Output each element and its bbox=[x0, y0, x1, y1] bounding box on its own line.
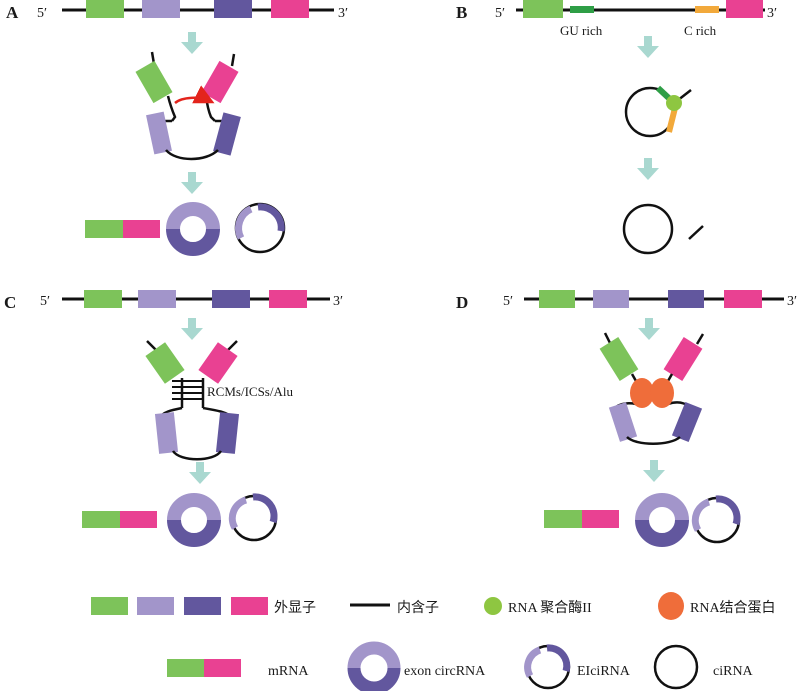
panel-a-five-prime: 5′ bbox=[37, 6, 47, 21]
panel-a: A 5′ 3′ bbox=[6, 0, 348, 256]
panel-d-rbp-pair bbox=[630, 378, 674, 408]
legend-exon-swatch-3 bbox=[184, 597, 221, 615]
panel-c-exon-3 bbox=[212, 290, 250, 308]
panel-b-three-prime: 3′ bbox=[767, 6, 777, 21]
legend-cirna-icon bbox=[653, 644, 699, 690]
panel-d-exon-1 bbox=[539, 290, 575, 308]
legend-mrna-swatch-left bbox=[167, 659, 204, 677]
panel-c-three-prime: 3′ bbox=[333, 294, 343, 309]
panel-c-arrow-2 bbox=[189, 462, 211, 484]
legend-exon-swatch-4 bbox=[231, 597, 268, 615]
panel-a-arrow-1 bbox=[181, 32, 203, 54]
legend-eicirna-label: EIciRNA bbox=[577, 664, 631, 679]
panel-b-pol2-dot bbox=[666, 95, 682, 111]
panel-c-mrna-right bbox=[120, 511, 157, 528]
legend-exon-label: 外显子 bbox=[274, 600, 316, 616]
panel-b-lariat bbox=[624, 85, 692, 138]
legend-mrna-label: mRNA bbox=[268, 664, 309, 679]
panel-d-fold-exon-4 bbox=[663, 337, 703, 381]
panel-c-exon-2 bbox=[138, 290, 176, 308]
panel-a-fold-exon-1 bbox=[135, 60, 173, 104]
panel-a-red-arrow bbox=[174, 85, 215, 105]
panel-d-arrow-1 bbox=[638, 318, 660, 340]
panel-d-fold-exon-1 bbox=[599, 337, 639, 381]
legend-exon-swatch-1 bbox=[91, 597, 128, 615]
panel-d-fold-exon-3 bbox=[671, 401, 703, 443]
panel-b: B 5′ 3′ GU rich C rich bbox=[456, 0, 777, 255]
panel-c-fold-exon-1 bbox=[145, 342, 185, 384]
panel-c-eicirna bbox=[228, 493, 278, 542]
panel-c-arrow-1 bbox=[181, 318, 203, 340]
panel-d-letter: D bbox=[456, 293, 468, 312]
panel-c-repeat-label: RCMs/ICSs/Alu bbox=[207, 384, 293, 399]
panel-d-exon-4 bbox=[724, 290, 762, 308]
panel-d-three-prime: 3′ bbox=[787, 294, 797, 309]
panel-c-exon-1 bbox=[84, 290, 122, 308]
panel-b-c-label: C rich bbox=[684, 23, 717, 38]
panel-a-exon-1 bbox=[86, 0, 124, 18]
panel-a-three-prime: 3′ bbox=[338, 6, 348, 21]
panel-a-exon-2 bbox=[142, 0, 180, 18]
panel-b-tail bbox=[688, 225, 704, 240]
panel-a-fold-exon-2 bbox=[146, 111, 172, 155]
panel-d-exon-circrna bbox=[635, 493, 689, 547]
panel-c-exon-circrna bbox=[167, 493, 221, 547]
panel-c-fold-exon-3 bbox=[215, 412, 240, 454]
panel-b-letter: B bbox=[456, 3, 467, 22]
panel-b-arrow-2 bbox=[637, 158, 659, 180]
panel-b-arrow-1 bbox=[637, 36, 659, 58]
legend-pol2-label: RNA 聚合酶II bbox=[508, 600, 592, 616]
panel-c-fold-exon-4 bbox=[198, 342, 238, 384]
legend-exon-circrna-icon bbox=[347, 641, 401, 691]
panel-d-mrna-left bbox=[544, 510, 582, 528]
panel-a-exon-circrna bbox=[166, 202, 220, 256]
panel-a-arrow-2 bbox=[181, 172, 203, 194]
panel-a-exon-3 bbox=[214, 0, 252, 18]
legend-exon-swatch-2 bbox=[137, 597, 174, 615]
panel-d-eicirna bbox=[691, 495, 741, 544]
legend-pol2-dot bbox=[484, 597, 502, 615]
panel-d-fold-exon-2 bbox=[608, 402, 638, 442]
panel-c-letter: C bbox=[4, 293, 16, 312]
panel-b-c-rich bbox=[695, 6, 719, 13]
panel-d-five-prime: 5′ bbox=[503, 294, 513, 309]
panel-a-exon-4 bbox=[271, 0, 309, 18]
panel-b-gu-rich bbox=[570, 6, 594, 13]
panel-a-letter: A bbox=[6, 3, 19, 22]
panel-b-exon-1 bbox=[523, 0, 563, 18]
panel-a-eicirna bbox=[234, 202, 286, 254]
panel-c-fold-exon-2 bbox=[154, 412, 179, 454]
panel-c-repeat-pairing bbox=[172, 378, 205, 408]
panel-b-gu-label: GU rich bbox=[560, 23, 603, 38]
panel-a-mrna-left bbox=[85, 220, 123, 238]
legend: 外显子 内含子 RNA 聚合酶II RNA结合蛋白 mRNA exon circ… bbox=[91, 592, 776, 691]
panel-d-exon-3 bbox=[668, 290, 704, 308]
panel-c: C 5′ 3′ RCMs/ICSs/Alu bbox=[4, 290, 343, 547]
panel-d-mrna-right bbox=[582, 510, 619, 528]
panel-d-exon-2 bbox=[593, 290, 629, 308]
panel-c-five-prime: 5′ bbox=[40, 294, 50, 309]
panel-b-exon-4 bbox=[726, 0, 763, 18]
legend-exon-circrna-label: exon circRNA bbox=[404, 664, 486, 679]
panel-d: D 5′ 3′ bbox=[456, 290, 797, 547]
legend-cirna-label: ciRNA bbox=[713, 664, 754, 679]
panel-b-five-prime: 5′ bbox=[495, 6, 505, 21]
panel-c-mrna-left bbox=[82, 511, 120, 528]
legend-rbp-label: RNA结合蛋白 bbox=[690, 600, 776, 616]
panel-b-cirna bbox=[622, 203, 674, 255]
panel-a-fold-exon-3 bbox=[213, 112, 241, 156]
panel-a-mrna-right bbox=[123, 220, 160, 238]
legend-mrna-swatch-right bbox=[204, 659, 241, 677]
panel-d-arrow-2 bbox=[643, 460, 665, 482]
legend-eicirna-icon bbox=[524, 644, 571, 690]
legend-intron-label: 内含子 bbox=[397, 600, 439, 616]
panel-c-exon-4 bbox=[269, 290, 307, 308]
legend-rbp-dot bbox=[658, 592, 684, 620]
